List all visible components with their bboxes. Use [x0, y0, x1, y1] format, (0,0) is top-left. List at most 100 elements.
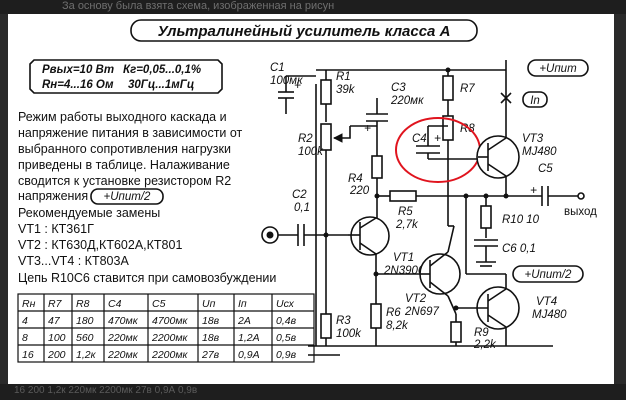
- table-header: R7: [48, 298, 63, 310]
- r9-label: R9: [474, 327, 489, 339]
- c2-value: 0,1: [294, 202, 310, 214]
- r6-label: R6: [386, 307, 401, 319]
- title-banner: Ультралинейный усилитель класса А: [130, 19, 478, 42]
- c4-plus: +: [434, 131, 441, 145]
- vt4-type: MJ480: [532, 309, 567, 321]
- r1-value: 39k: [336, 84, 356, 96]
- description: Режим работы выходного каскада и напряже…: [18, 110, 243, 205]
- table-header: Uп: [202, 298, 216, 310]
- replacement-vt1: VT1 : КТ361Г: [18, 222, 94, 236]
- replacement-vt34: VT3...VT4 : КТ803А: [18, 254, 129, 268]
- spec-thd: Кг=0,05...0,1%: [123, 64, 201, 76]
- table-cell: 18в: [202, 315, 220, 327]
- table-cell: 220мк: [107, 349, 139, 361]
- table-cell: 2200мк: [151, 332, 189, 344]
- table-cell: 0,5в: [276, 332, 297, 344]
- r9-resistor: R9 2,2k: [450, 314, 497, 351]
- c3-plus: +: [364, 121, 371, 135]
- replacement-vt2: VT2 : КТ630Д,КТ602А,КТ801: [18, 238, 182, 252]
- bottom-caption: 16 200 1,2к 220мк 2200мк 27в 0,9А 0,9в: [14, 385, 198, 396]
- c6-label: C6 0,1: [502, 243, 536, 255]
- c3-value: 220мк: [390, 95, 424, 107]
- desc-line-1: Режим работы выходного каскада и: [18, 110, 227, 124]
- top-caption: За основу была взята схема, изображенная…: [62, 0, 335, 12]
- c4-capacitor: C4 +: [412, 125, 478, 160]
- spec-band: 30Гц...1мГц: [128, 79, 194, 91]
- top-strip: За основу была взята схема, изображенная…: [0, 0, 626, 14]
- c1-value: 100мк: [270, 75, 303, 87]
- r4-label: R4: [348, 173, 363, 185]
- table-cell: 0,9А: [238, 349, 260, 361]
- r6-value: 8,2k: [386, 320, 409, 332]
- table-cell: 0,4в: [276, 315, 297, 327]
- in-label: In: [530, 95, 540, 107]
- output-terminal: выход: [564, 192, 597, 218]
- junction-dot: [483, 193, 489, 199]
- table-cell: 2200мк: [151, 349, 189, 361]
- r7-label: R7: [460, 83, 475, 95]
- schematic-svg: Ультралинейный усилитель класса А Рвых=1…: [17, 19, 597, 363]
- desc-line-2: напряжение питания в зависимости от: [18, 126, 243, 140]
- table-cell: 200: [47, 349, 66, 361]
- r9-value: 2,2k: [473, 339, 497, 351]
- bottom-strip: 16 200 1,2к 220мк 2200мк 27в 0,9А 0,9в: [0, 384, 626, 400]
- vt2-type: 2N697: [404, 306, 439, 318]
- vt1-type: 2N3906: [383, 265, 425, 277]
- table-header: C4: [108, 298, 122, 310]
- upit-terminal: +Uпит: [505, 59, 589, 77]
- r3-label: R3: [336, 315, 351, 327]
- desc-line-4: приведены в таблице. Налаживание: [18, 158, 230, 172]
- table-cell: 0,9в: [276, 349, 297, 361]
- vt2-transistor: VT2 2N697: [404, 225, 461, 318]
- table-cell: 1,2к: [76, 349, 97, 361]
- c3-capacitor: C3 220мк +: [364, 82, 424, 156]
- r5-resistor: R5 2,7k: [377, 190, 542, 231]
- vt1-transistor: VT1 2N3906: [348, 196, 425, 277]
- self-excitation-note: Цепь R10C6 ставится при самовозбуждении: [18, 271, 276, 285]
- spec-power: Рвых=10 Вт: [42, 64, 114, 76]
- r6-resistor: R6 8,2k: [370, 274, 409, 346]
- r3-value: 100k: [336, 328, 362, 340]
- r5-value: 2,7k: [395, 219, 419, 231]
- vt2-label: VT2: [405, 293, 427, 305]
- desc-line-6: напряжения: [18, 189, 88, 203]
- c6-capacitor: C6 0,1: [474, 239, 536, 267]
- replacements: Рекомендуемые замены VT1 : КТ361Г VT2 : …: [18, 206, 276, 285]
- vt3-label: VT3: [522, 133, 544, 145]
- c5-plus: +: [530, 183, 537, 197]
- r2-value: 100k: [298, 146, 324, 158]
- r2-potentiometer: R2 100k: [298, 123, 351, 194]
- junction-dot: [463, 193, 469, 199]
- vt3-transistor: VT3 MJ480: [476, 70, 557, 196]
- table-header: Iп: [238, 298, 247, 310]
- r5-label: R5: [398, 206, 413, 218]
- r1-label: R1: [336, 71, 351, 83]
- upit2-terminal: +Uпит/2: [512, 265, 584, 283]
- table-cell: 4: [22, 315, 28, 327]
- table-cell: 27в: [201, 349, 220, 361]
- table-cell: 100: [48, 332, 66, 344]
- table-cell: 16: [22, 349, 34, 361]
- current-marker: In: [500, 91, 548, 108]
- table-cell: 470мк: [108, 315, 139, 327]
- table-header: Rн: [22, 298, 36, 310]
- desc-line-5: сводится к установке резистором R2: [18, 174, 231, 188]
- table-cell: 18в: [202, 332, 220, 344]
- modes-table: Rн R7 R8 C4 C5 Uп Iп Uсх 4 47 180 470мк …: [17, 293, 315, 363]
- c3-label: C3: [391, 82, 406, 94]
- r7-resistor: R7: [442, 70, 475, 116]
- c2-capacitor: C2 0,1: [292, 189, 348, 246]
- r4-resistor: R4 220: [348, 155, 383, 197]
- table-header: C5: [152, 298, 166, 310]
- table-cell: 180: [76, 315, 94, 327]
- upit-label: +Uпит: [539, 63, 577, 75]
- desc-line-3: выбранного сопротивления нагрузки: [18, 142, 231, 156]
- r4-value: 220: [349, 185, 370, 197]
- c5-label: C5: [538, 163, 553, 175]
- r1-resistor: R1 39k: [320, 70, 356, 122]
- table-cell: 4700мк: [152, 315, 189, 327]
- schematic-sheet: Ультралинейный усилитель класса А Рвых=1…: [8, 14, 614, 384]
- c4-label: C4: [412, 133, 427, 145]
- c1-plus: +: [294, 78, 301, 92]
- table-cell: 220мк: [107, 332, 139, 344]
